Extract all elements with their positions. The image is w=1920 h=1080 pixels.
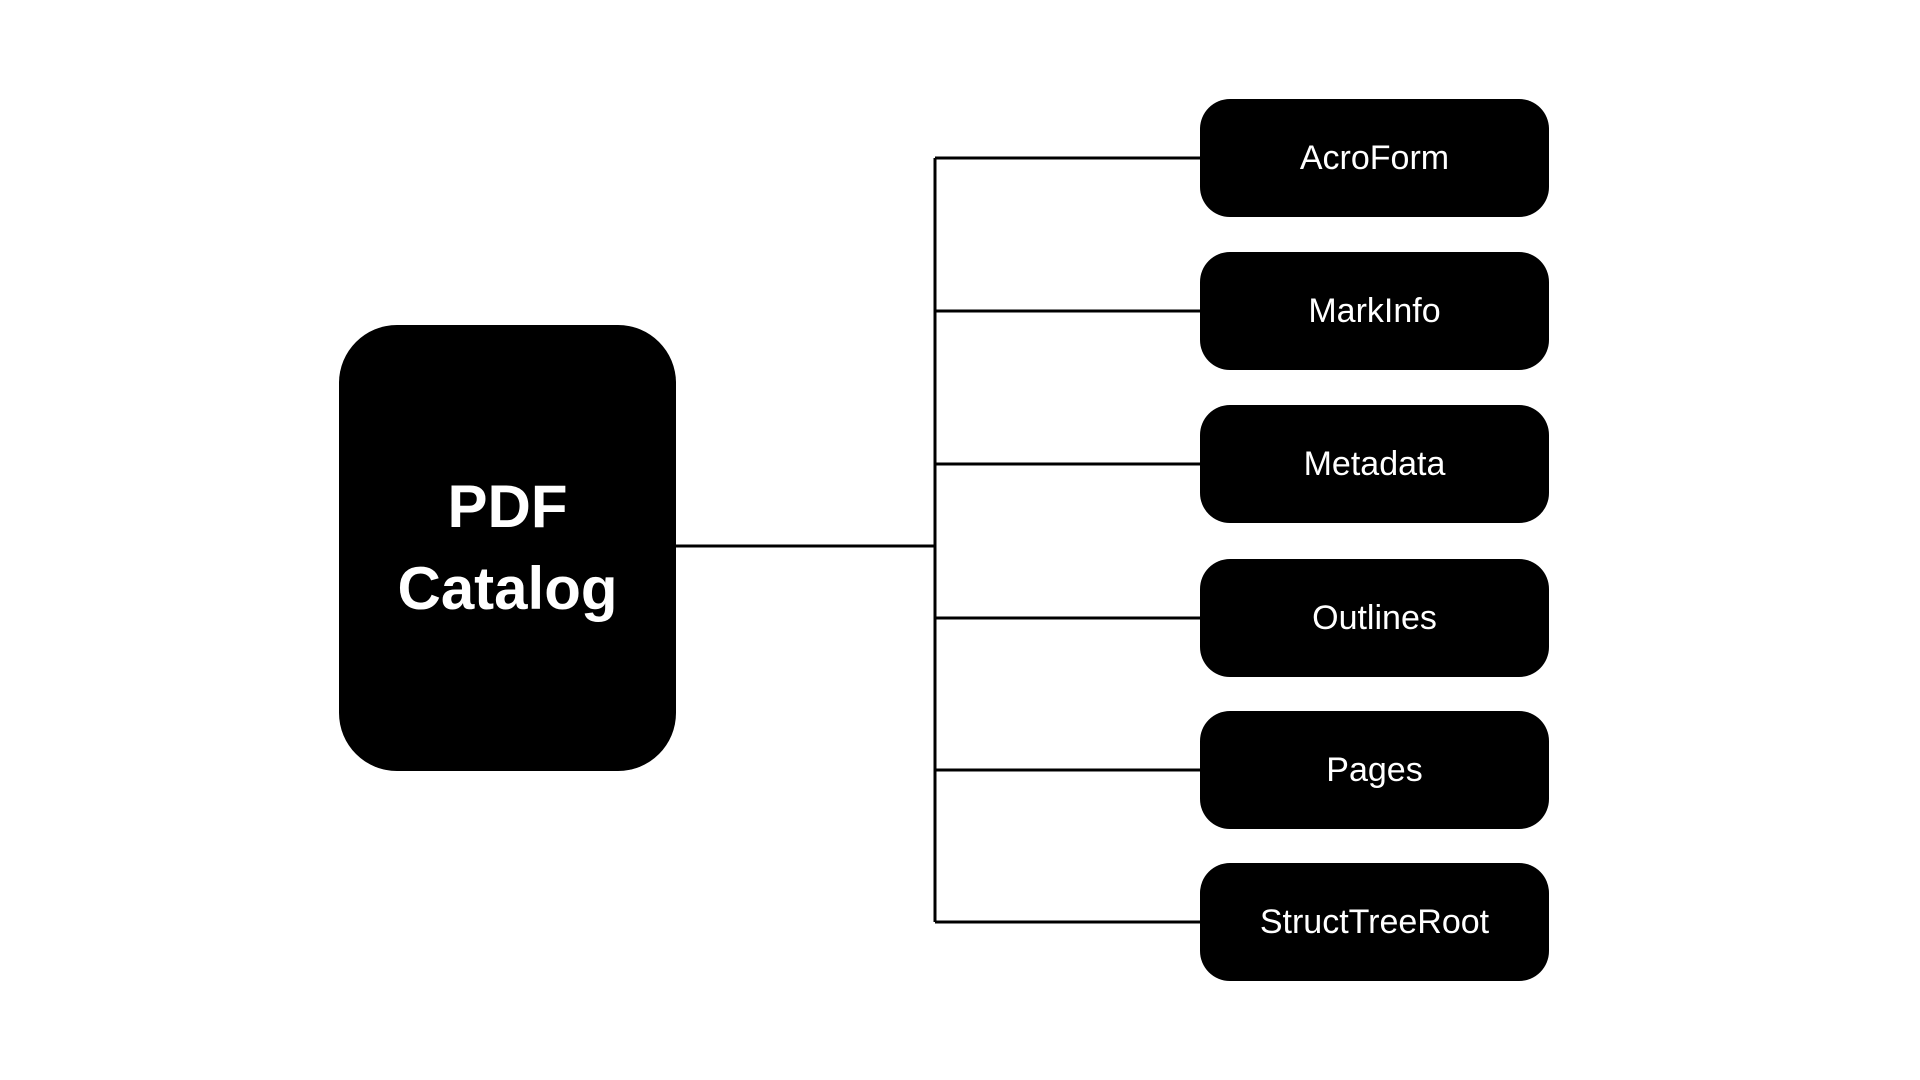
node-pdf-catalog: PDF Catalog	[339, 325, 676, 771]
node-label: StructTreeRoot	[1259, 902, 1490, 941]
node-acroform: AcroForm	[1200, 99, 1549, 217]
node-label: PDF Catalog	[397, 466, 617, 630]
node-structtreeroot: StructTreeRoot	[1200, 863, 1549, 981]
node-label-line-1: PDF	[447, 473, 568, 540]
node-label: Pages	[1326, 750, 1423, 789]
node-metadata: Metadata	[1200, 405, 1549, 523]
node-pages: Pages	[1200, 711, 1549, 829]
node-label: AcroForm	[1299, 138, 1450, 177]
node-outlines: Outlines	[1200, 559, 1549, 677]
node-label: Outlines	[1312, 598, 1437, 637]
node-label: MarkInfo	[1308, 291, 1441, 330]
node-label: Metadata	[1303, 444, 1446, 483]
node-label-line-2: Catalog	[397, 555, 618, 622]
node-markinfo: MarkInfo	[1200, 252, 1549, 370]
